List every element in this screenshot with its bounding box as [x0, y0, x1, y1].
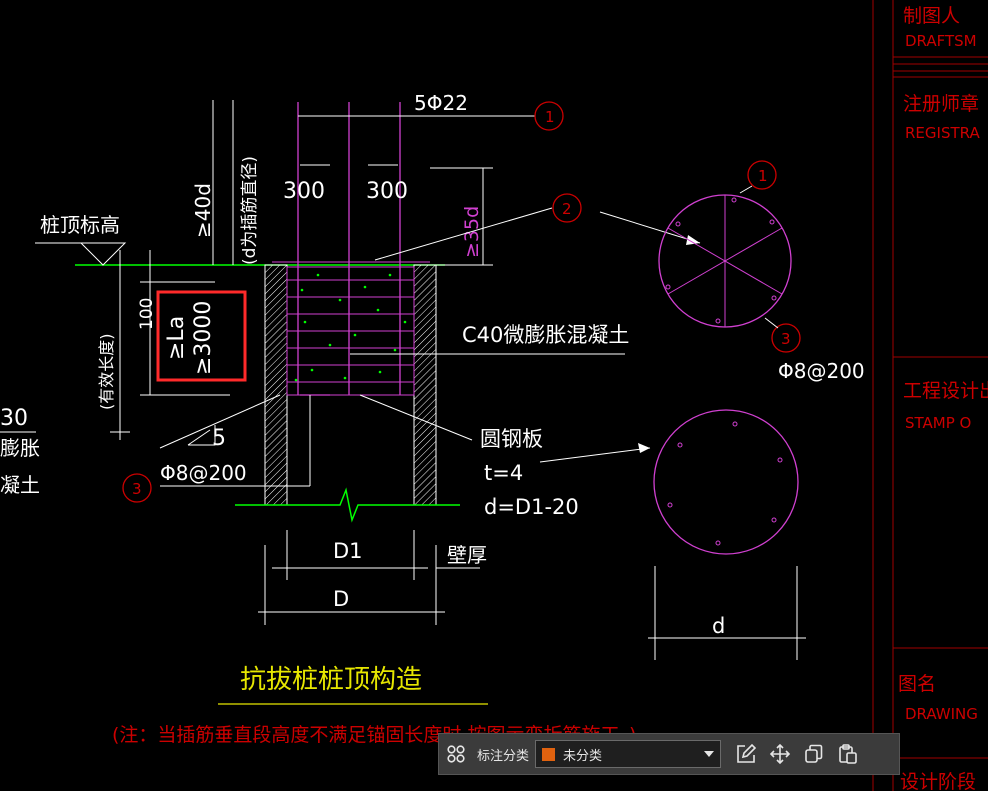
stage-cn: 设计阶段 — [900, 771, 976, 791]
edit-icon — [737, 743, 757, 763]
dim-100: 100 — [137, 298, 157, 330]
dim-300-left: 300 — [283, 179, 325, 204]
rebar-top-label: 5Φ22 — [414, 91, 468, 115]
dim-300-right: 300 — [366, 179, 408, 204]
wall-thickness: 壁厚 — [447, 543, 487, 567]
stamp-en: STAMP O — [905, 414, 971, 432]
marker-3-right: 3 — [781, 330, 791, 348]
reg-en: REGISTRA — [905, 124, 980, 142]
edit-button[interactable] — [729, 737, 763, 771]
dim-la-3000: ≥3000 — [191, 301, 216, 375]
marker-3-left: 3 — [132, 480, 142, 498]
section-circle-bottom[interactable]: d — [648, 409, 806, 660]
marker-1-top: 1 — [545, 108, 555, 126]
drafter-en: DRAFTSM — [905, 32, 977, 50]
category-label: 标注分类 — [477, 748, 530, 764]
drawing-en: DRAWING — [905, 705, 978, 723]
marker-2: 2 — [562, 200, 572, 218]
concrete-label: C40微膨胀混凝土 — [462, 323, 629, 347]
move-button[interactable] — [763, 737, 797, 771]
dim-D: D — [333, 587, 349, 611]
drawing-title: 抗拔桩桩顶构造 — [240, 665, 422, 695]
grid-button[interactable] — [439, 737, 473, 771]
section-circle-top[interactable]: 1 3 Φ8@200 — [658, 160, 865, 383]
reg-cn: 注册师章 — [903, 93, 979, 115]
plate-t: t=4 — [484, 461, 523, 485]
plate-title: 圆钢板 — [480, 427, 543, 451]
copy-button[interactable] — [797, 737, 831, 771]
move-icon — [769, 743, 791, 765]
category-selected: 未分类 — [563, 748, 603, 764]
category-color-swatch — [542, 747, 556, 761]
pile-top-label: 桩顶标高 — [40, 213, 120, 237]
marker-1-right: 1 — [758, 167, 768, 185]
drafter-cn: 制图人 — [903, 5, 960, 27]
dim-d: d — [712, 614, 725, 638]
copy-icon — [805, 744, 823, 763]
stirrup-left: Φ8@200 — [160, 461, 247, 485]
annotation-toolbar: 标注分类 未分类 — [438, 733, 900, 775]
chevron-down-icon — [704, 751, 715, 757]
effective-length: (有效长度) — [97, 334, 116, 411]
stamp-cn: 工程设计出 — [903, 380, 988, 402]
highlight-box — [156, 290, 247, 382]
paste-icon — [839, 744, 857, 764]
stirrup-right: Φ8@200 — [778, 359, 865, 383]
pile-section[interactable]: 5Φ22 300 300 ≥40d (d为插筋直径) ≥35d 桩顶标高 100… — [35, 91, 701, 625]
title-block — [872, 0, 988, 791]
paste-button[interactable] — [831, 737, 865, 771]
left-fragment-3: 凝土 — [0, 473, 40, 497]
dim-D1: D1 — [333, 539, 363, 563]
left-fragment-1: 30 — [0, 406, 28, 431]
weld-size: 5 — [212, 426, 226, 451]
dim-40d: ≥40d — [191, 183, 215, 238]
left-fragment-2: 膨胀 — [0, 436, 40, 460]
plate-d: d=D1-20 — [484, 495, 579, 519]
category-select[interactable]: 未分类 — [535, 740, 722, 768]
drawing-cn: 图名 — [898, 673, 936, 695]
dim-la: ≥La — [164, 316, 189, 360]
dim-40d-note: (d为插筋直径) — [240, 156, 260, 265]
grid-icon — [447, 745, 465, 763]
